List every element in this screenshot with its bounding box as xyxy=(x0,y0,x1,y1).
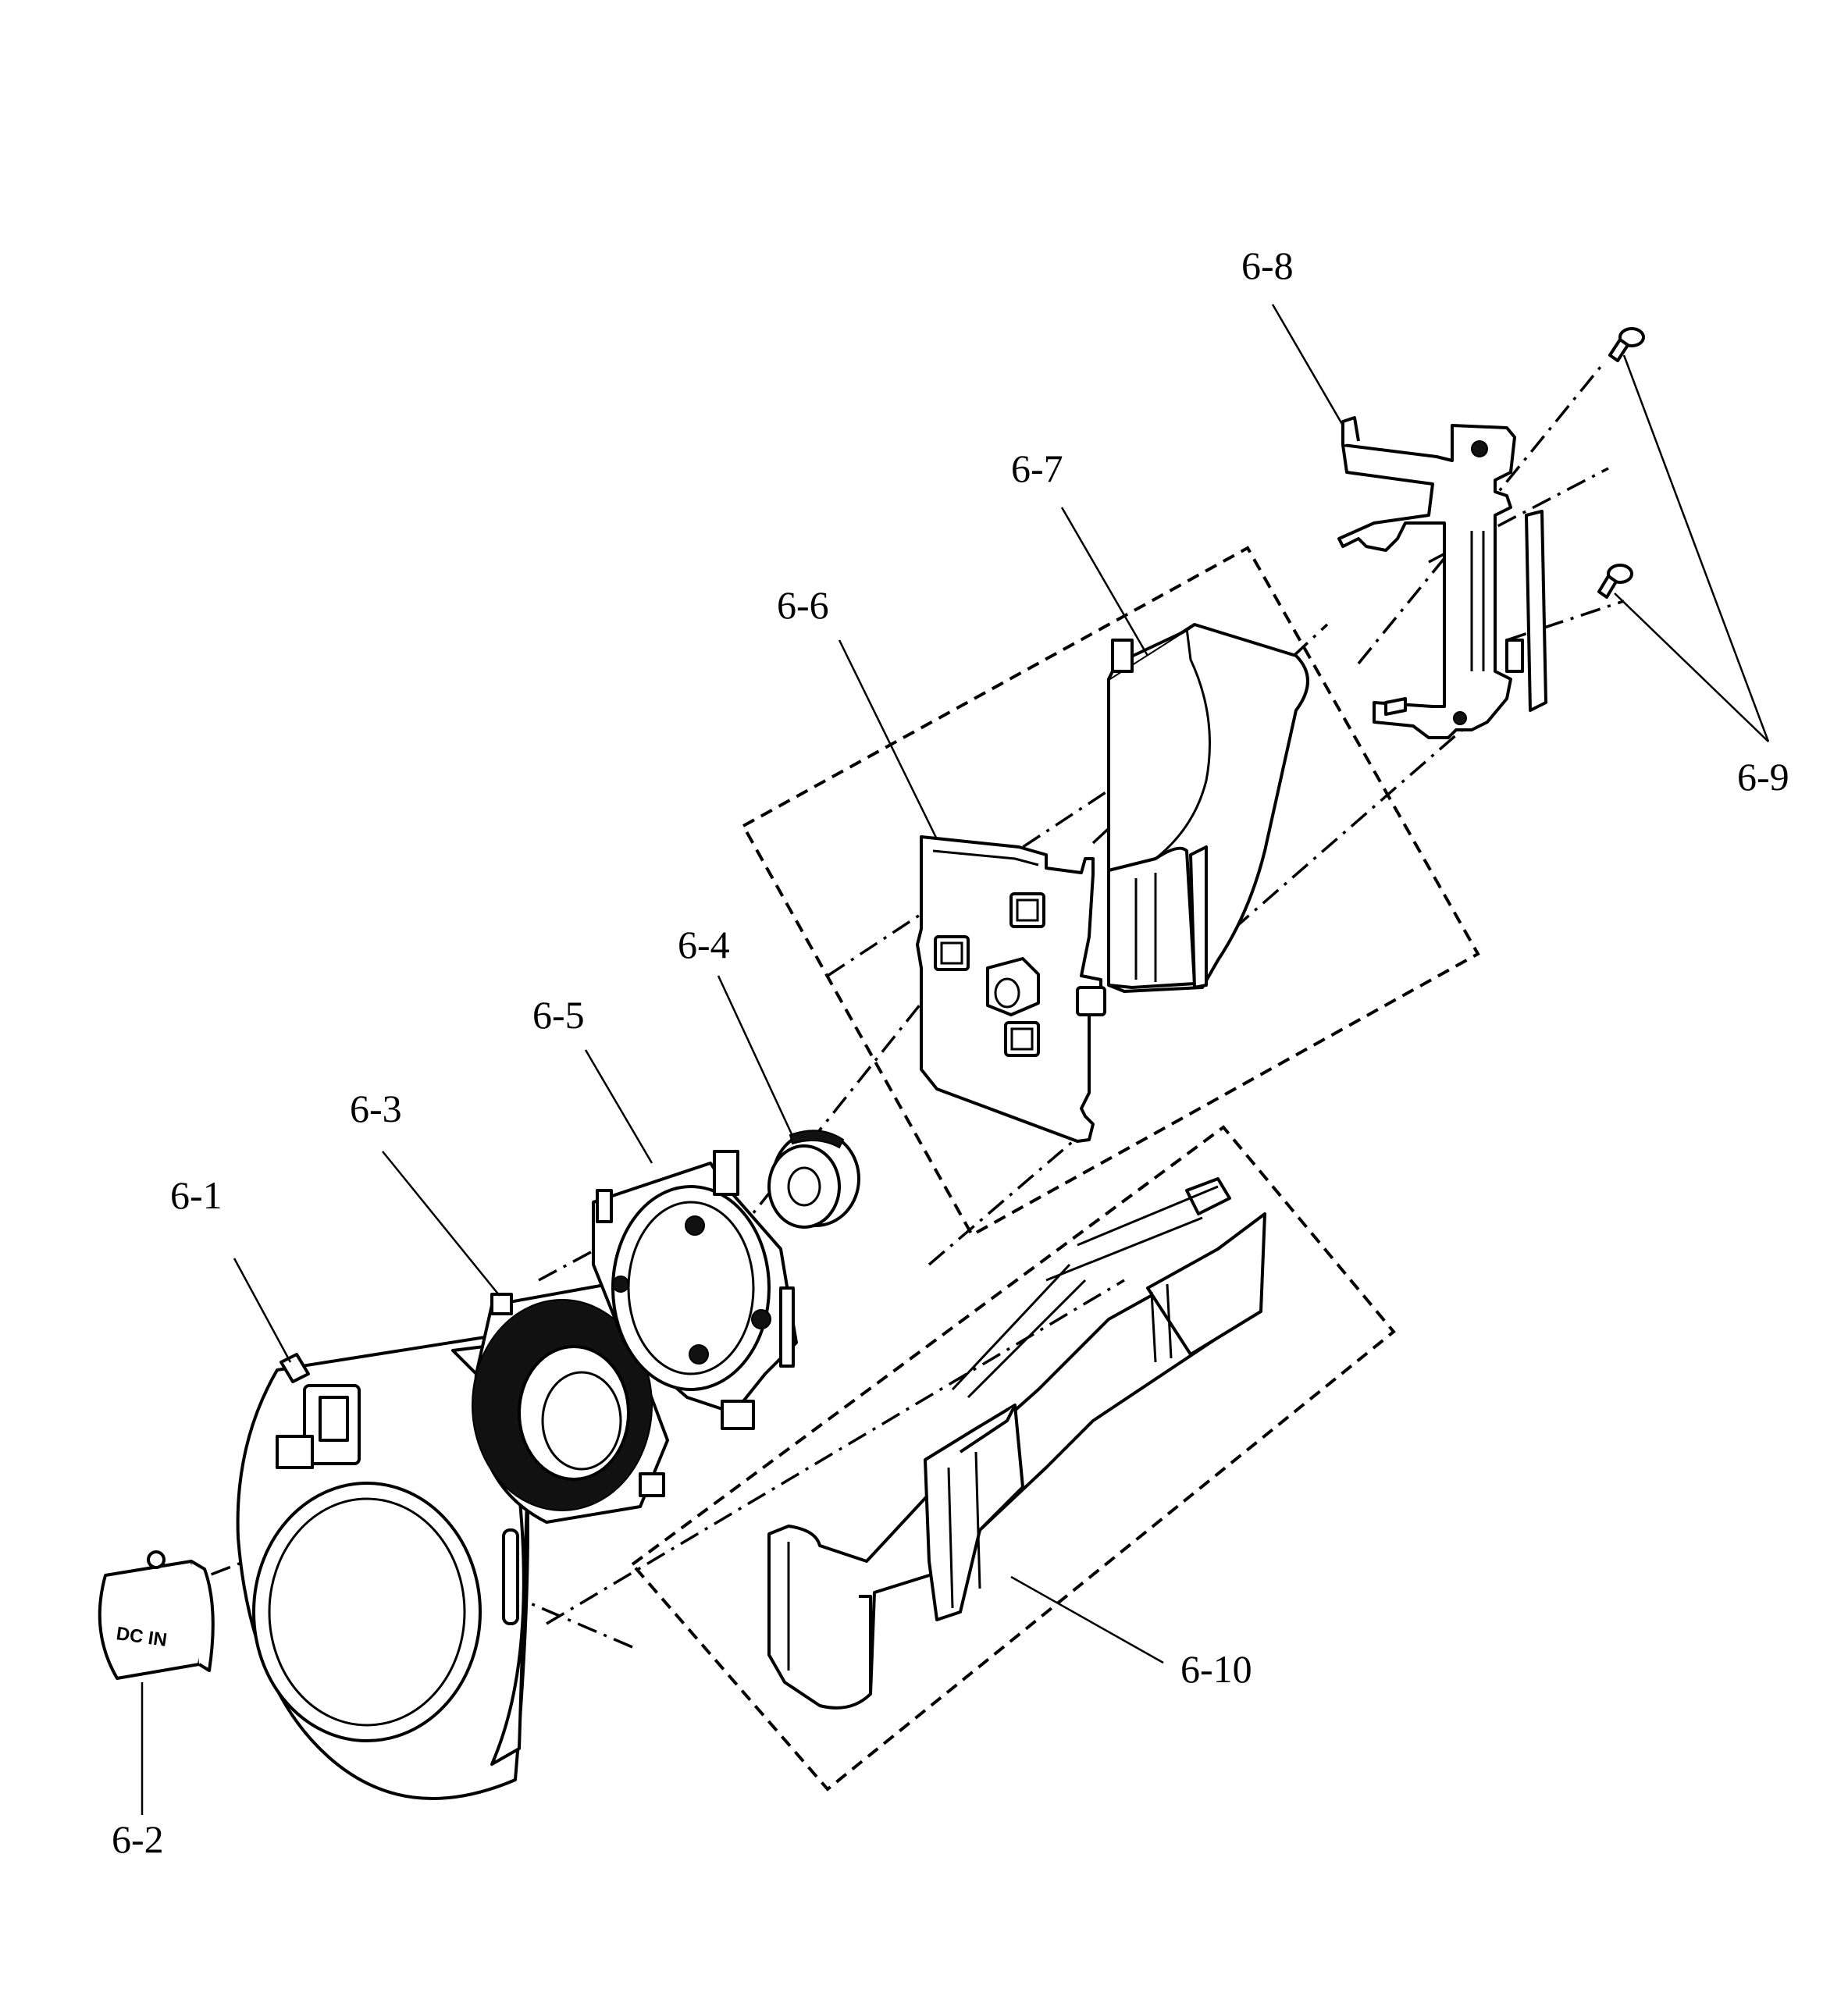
label-6-9: 6-9 xyxy=(1737,755,1789,799)
part-labels: 6-1 6-2 6-3 6-4 6-5 6-6 6-7 6-8 6-9 6-10 xyxy=(112,244,1789,1861)
label-6-7: 6-7 xyxy=(1011,447,1063,490)
label-6-3: 6-3 xyxy=(350,1087,402,1130)
part-6-4-button xyxy=(767,1130,860,1229)
part-6-5-lens-holder xyxy=(592,1150,798,1430)
part-6-10-strap xyxy=(767,1177,1266,1710)
part-6-1-front-cover xyxy=(236,1333,532,1800)
leader-lines xyxy=(141,304,1770,1815)
part-6-9-screw-upper xyxy=(1608,327,1645,362)
part-6-2-dc-in-cover: DC IN xyxy=(98,1550,215,1680)
label-6-8: 6-8 xyxy=(1241,244,1294,287)
label-6-5: 6-5 xyxy=(532,993,585,1037)
group-box-6-10 xyxy=(630,1125,1396,1792)
label-6-10: 6-10 xyxy=(1180,1647,1252,1691)
label-6-2: 6-2 xyxy=(112,1817,164,1861)
label-6-4: 6-4 xyxy=(678,923,730,966)
part-6-7-viewfinder-housing xyxy=(1107,623,1309,993)
label-6-1: 6-1 xyxy=(170,1173,223,1217)
group-box-6-6-6-7 xyxy=(741,546,1480,1237)
part-6-8-metal-bracket xyxy=(1337,416,1547,739)
label-6-6: 6-6 xyxy=(777,583,829,627)
part-6-6-circuit-board xyxy=(916,835,1106,1143)
part-6-3-lens-ring xyxy=(472,1283,669,1524)
part-6-9-screw-lower xyxy=(1597,564,1633,599)
